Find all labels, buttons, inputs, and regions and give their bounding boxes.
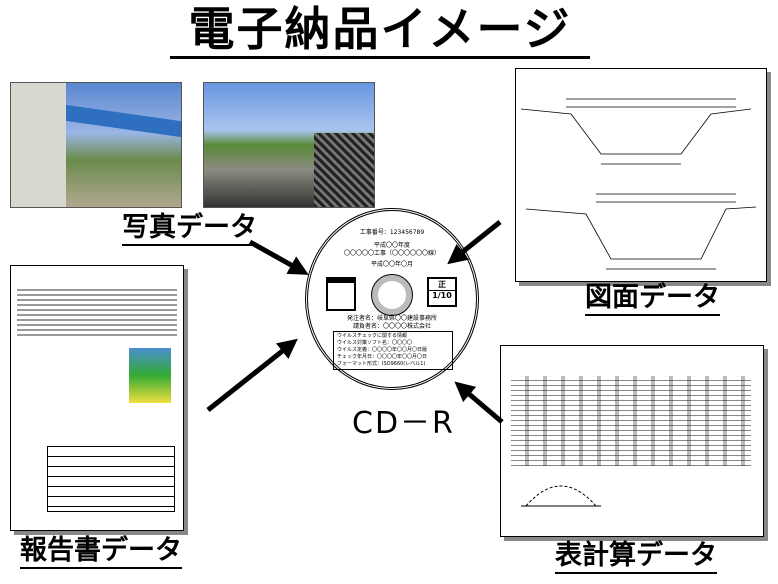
cd-orderer: 発注者名：岐阜県〇〇建設事務所 — [346, 315, 437, 322]
cd-contractor: 請負者名：〇〇〇〇株式会社 — [352, 323, 431, 330]
cd-disc-no: 1/10 — [432, 291, 452, 300]
cd-year: 平成〇〇年度 — [373, 242, 410, 249]
virus-info-line: ウイルス対策ソフト名：〇〇〇〇 — [337, 340, 413, 346]
photo-bridge-2 — [203, 82, 375, 208]
label-spreadsheet: 表計算データ — [555, 540, 717, 574]
cd-r-disc: 工事番号：123456789 平成〇〇年度 〇〇〇〇〇工事（〇〇〇〇〇〇線） 平… — [305, 208, 479, 390]
label-photo: 写真データ — [122, 212, 257, 246]
cd-virus-info: ウイルスチェックに関する情報 ウイルス対策ソフト名：〇〇〇〇 ウイルス定義：〇〇… — [333, 331, 453, 370]
virus-info-line: フォーマット形式：ISO9660(レベル1) — [337, 361, 426, 367]
arrow-spreadsheet — [454, 381, 504, 424]
cd-disc-number: 正 1/10 — [427, 277, 457, 307]
drawing-sheet — [515, 68, 767, 282]
virus-info-line: チェック年月日：〇〇〇〇年〇〇月〇日 — [337, 354, 428, 360]
label-cd: CD－R — [352, 406, 455, 441]
label-drawing: 図面データ — [585, 282, 720, 316]
spreadsheet-document — [500, 345, 764, 537]
page-title: 電子納品イメージ — [170, 2, 590, 59]
drawing-lines — [520, 98, 757, 270]
arrow-report — [206, 338, 298, 412]
cd-project-name: 〇〇〇〇〇工事（〇〇〇〇〇〇線） — [343, 250, 440, 257]
photo-bridge-1 — [10, 82, 182, 208]
label-report: 報告書データ — [20, 535, 182, 569]
cd-case-icon — [326, 277, 356, 311]
arrow-photo — [248, 239, 309, 275]
report-document — [10, 265, 184, 531]
cd-seal: 正 — [429, 279, 455, 291]
tunnel-sketch — [521, 485, 601, 507]
cd-project-no: 工事番号：123456789 — [359, 229, 425, 236]
virus-info-line: ウイルスチェックに関する情報 — [337, 333, 408, 339]
cd-date: 平成〇〇年〇月 — [370, 261, 413, 268]
cd-hole — [371, 274, 413, 316]
virus-info-line: ウイルス定義：〇〇〇〇年〇〇月〇日版 — [337, 347, 428, 353]
